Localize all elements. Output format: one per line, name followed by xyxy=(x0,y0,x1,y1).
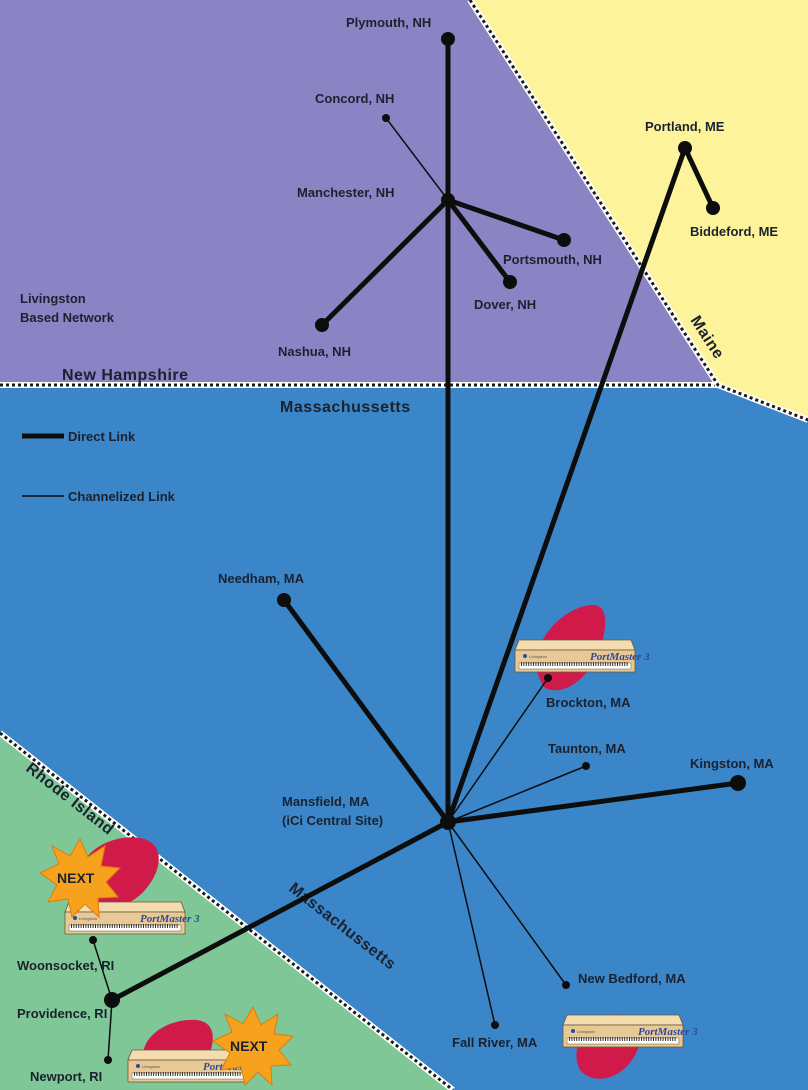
new-hampshire-region xyxy=(0,0,718,385)
new-hampshire-label: New Hampshire xyxy=(62,367,189,384)
link-manchester-portsmouth xyxy=(445,197,567,243)
node-portsmouth xyxy=(557,233,571,247)
label-dover: Dover, NH xyxy=(474,297,536,312)
maine-region xyxy=(470,0,808,420)
legend-direct-label: Direct Link xyxy=(68,429,136,444)
portmaster-device-brockton: PortMaster 3 Livingston xyxy=(513,638,650,674)
label-portland: Portland, ME xyxy=(645,119,725,134)
node-mansfield xyxy=(440,814,456,830)
label-nashua: Nashua, NH xyxy=(278,344,351,359)
link-manchester-concord xyxy=(385,117,449,201)
city-labels: Plymouth, NH Concord, NH Manchester, NH … xyxy=(17,15,778,1084)
label-providence: Providence, RI xyxy=(17,1006,107,1021)
link-mansfield-portland xyxy=(445,145,688,825)
link-mansfield-new-bedford xyxy=(447,821,567,986)
device-label: PortMaster 3 xyxy=(638,1026,698,1038)
device-brand: Livingston xyxy=(142,1064,160,1069)
device-label: PortMaster 3 xyxy=(590,651,650,663)
label-mansfield: Mansfield, MA xyxy=(282,794,370,809)
label-brockton: Brockton, MA xyxy=(546,695,631,710)
device-label: PortMaster 3 xyxy=(140,913,200,925)
node-manchester xyxy=(441,193,455,207)
city-nodes xyxy=(89,32,746,1064)
link-manchester-dover xyxy=(445,197,513,285)
node-brockton xyxy=(544,674,552,682)
network-note-line1: Livingston xyxy=(20,291,86,306)
node-kingston xyxy=(730,775,746,791)
label-kingston: Kingston, MA xyxy=(690,756,774,771)
device-brand: Livingston xyxy=(577,1029,595,1034)
node-fall-river xyxy=(491,1021,499,1029)
links xyxy=(92,36,741,1061)
link-mansfield-taunton xyxy=(447,765,587,823)
node-biddeford xyxy=(706,201,720,215)
node-new-bedford xyxy=(562,981,570,989)
label-fall-river: Fall River, MA xyxy=(452,1035,538,1050)
link-mansfield-brockton xyxy=(447,677,549,823)
node-woonsocket xyxy=(89,936,97,944)
label-mansfield-site: (iCi Central Site) xyxy=(282,813,383,828)
legend: Direct Link Channelized Link xyxy=(22,429,176,504)
label-newport: Newport, RI xyxy=(30,1069,102,1084)
link-portland-biddeford xyxy=(682,145,716,211)
link-providence-newport xyxy=(107,999,113,1061)
portmaster-device-new-bedford: PortMaster 3 Livingston xyxy=(561,1013,698,1049)
link-providence-woonsocket xyxy=(92,939,113,1001)
node-portland xyxy=(678,141,692,155)
label-needham: Needham, MA xyxy=(218,571,305,586)
next-badge-label: NEXT xyxy=(230,1038,268,1054)
node-plymouth xyxy=(441,32,455,46)
node-newport xyxy=(104,1056,112,1064)
link-manchester-nashua xyxy=(319,197,451,328)
label-biddeford: Biddeford, ME xyxy=(690,224,778,239)
legend-channelized-label: Channelized Link xyxy=(68,489,176,504)
next-starburst-woonsocket: NEXT xyxy=(39,837,122,919)
label-woonsocket: Woonsocket, RI xyxy=(17,958,114,973)
node-nashua xyxy=(315,318,329,332)
label-manchester: Manchester, NH xyxy=(297,185,395,200)
label-portsmouth: Portsmouth, NH xyxy=(503,252,602,267)
node-providence xyxy=(104,992,120,1008)
node-concord xyxy=(382,114,390,122)
label-concord: Concord, NH xyxy=(315,91,394,106)
link-mansfield-providence xyxy=(109,819,451,1003)
label-taunton: Taunton, MA xyxy=(548,741,626,756)
label-new-bedford: New Bedford, MA xyxy=(578,971,686,986)
next-badge-label: NEXT xyxy=(57,870,95,886)
link-mansfield-needham xyxy=(281,597,451,825)
device-brand: Livingston xyxy=(79,916,97,921)
next-starburst-newport: NEXT xyxy=(212,1005,295,1087)
node-taunton xyxy=(582,762,590,770)
massachusetts-label: Massachussetts xyxy=(280,399,411,416)
portmaster-device-woonsocket: PortMaster 3 Livingston xyxy=(63,900,200,936)
node-dover xyxy=(503,275,517,289)
node-needham xyxy=(277,593,291,607)
link-mansfield-kingston xyxy=(445,780,741,825)
link-mansfield-fall-river xyxy=(447,821,496,1026)
device-brand: Livingston xyxy=(529,654,547,659)
network-note-line2: Based Network xyxy=(20,310,115,325)
label-plymouth: Plymouth, NH xyxy=(346,15,431,30)
